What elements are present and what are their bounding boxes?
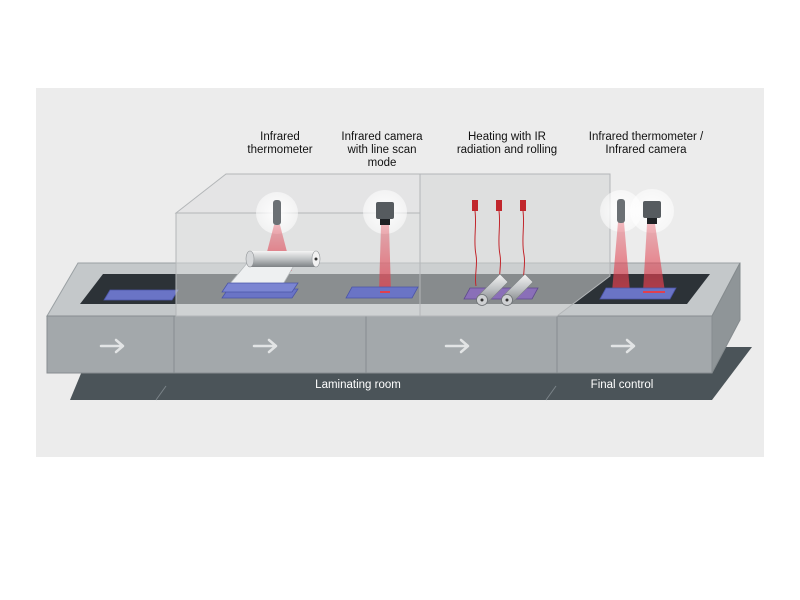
station-heating-rolling	[463, 200, 539, 306]
station-line-scan	[345, 190, 419, 299]
label-line-scan-camera: Infrared camera with line scan mode	[341, 131, 423, 169]
ir-beam	[643, 224, 665, 292]
ir-thermometer-icon	[617, 199, 625, 223]
station-lamination	[221, 192, 321, 299]
glass-panel	[463, 287, 539, 300]
label-ir-thermometer: Infrared thermometer	[247, 131, 313, 156]
roller-icon	[501, 273, 534, 306]
label-heating-rolling: Heating with IR radiation and rolling	[456, 131, 558, 156]
ir-thermometer-icon	[273, 200, 281, 225]
arrow-right-icon	[444, 338, 470, 354]
ir-camera-icon	[376, 202, 394, 225]
glass-panel	[599, 287, 677, 300]
foil-roll	[245, 250, 321, 268]
conveyor-segment	[365, 315, 558, 374]
conveyor-segment	[173, 315, 367, 374]
arrow-right-icon	[252, 338, 278, 354]
ir-emitter-icon	[472, 200, 478, 287]
station-final-control	[599, 189, 677, 300]
floor-divider	[545, 385, 557, 401]
glass-panel	[103, 289, 179, 301]
conveyor-segment	[46, 315, 175, 374]
conveyor-segment	[556, 315, 713, 374]
arrow-right-icon	[99, 338, 125, 354]
roller-icon	[476, 273, 509, 306]
glass-panel	[221, 282, 299, 293]
ir-camera-icon	[643, 201, 661, 224]
floor-divider	[155, 385, 167, 401]
label-final-sensors: Infrared thermometer / Infrared camera	[588, 131, 704, 156]
label-laminating-room: Laminating room	[315, 379, 401, 391]
label-final-control: Final control	[590, 379, 654, 391]
ir-beam	[379, 225, 391, 292]
arrow-right-icon	[610, 338, 636, 354]
ir-beam	[612, 222, 630, 292]
